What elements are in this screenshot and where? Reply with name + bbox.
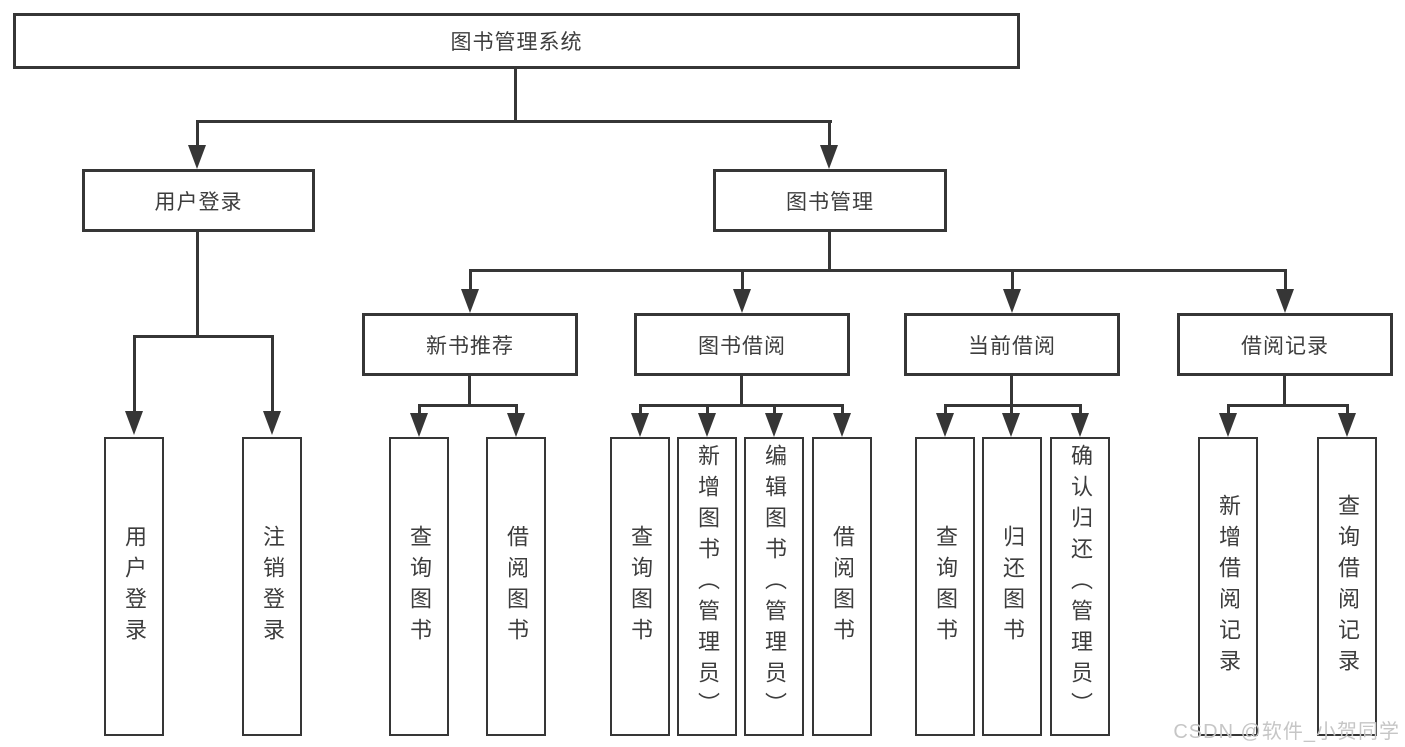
leaf-bb-query-books-label: 查询图书: [628, 524, 653, 649]
arrowhead-nbr-borrow: [507, 413, 525, 437]
connector-cb-rail: [944, 404, 1082, 407]
leaf-br-add-record-label: 新增借阅记录: [1216, 493, 1241, 680]
arrowhead-br-add: [1219, 413, 1237, 437]
node-book-management-label: 图书管理: [786, 190, 874, 214]
connector-cb-drop: [1010, 376, 1013, 407]
connector-stem-br-query: [1346, 404, 1349, 415]
connector-stem-bb-query: [639, 404, 642, 415]
arrowhead-leaf-login: [125, 411, 143, 435]
leaf-nbr-query-books-label: 查询图书: [407, 524, 432, 649]
connector-user-login-drop: [196, 232, 199, 337]
connector-stem-book-borrow: [741, 269, 744, 291]
leaf-logout: 注销登录: [242, 437, 302, 736]
leaf-nbr-borrow-books-label: 借阅图书: [504, 524, 529, 649]
connector-stem-leaf-login: [133, 335, 136, 412]
leaf-br-add-record: 新增借阅记录: [1198, 437, 1258, 736]
connector-nbr-rail: [418, 404, 518, 407]
leaf-cb-return-books: 归还图书: [982, 437, 1042, 736]
leaf-user-login-label: 用户登录: [122, 524, 147, 649]
leaf-cb-query-books-label: 查询图书: [933, 524, 958, 649]
arrowhead-book-borrow: [733, 289, 751, 313]
leaf-cb-query-books: 查询图书: [915, 437, 975, 736]
leaf-cb-confirm-return-admin: 确认归还（管理员）: [1050, 437, 1110, 736]
node-new-book-recommend-label: 新书推荐: [426, 334, 514, 358]
node-library-system-label: 图书管理系统: [450, 31, 583, 54]
node-user-login: 用户登录: [82, 169, 315, 232]
connector-stem-bb-borrow: [841, 404, 844, 415]
connector-stem-bb-add: [706, 404, 709, 415]
leaf-bb-borrow-books-label: 借阅图书: [830, 524, 855, 649]
node-borrowing-records-label: 借阅记录: [1241, 334, 1329, 358]
node-book-management: 图书管理: [713, 169, 947, 232]
connector-br-drop: [1283, 376, 1286, 407]
leaf-bb-edit-books-admin-label: 编辑图书（管理员）: [762, 444, 787, 723]
connector-stem-new-book-rec: [469, 269, 472, 291]
arrowhead-current-borrow: [1003, 289, 1021, 313]
arrowhead-cb-query: [936, 413, 954, 437]
connector-bb-drop: [740, 376, 743, 407]
leaf-logout-label: 注销登录: [260, 524, 285, 649]
connector-book-mgmt-drop: [828, 232, 831, 272]
arrowhead-bb-borrow: [833, 413, 851, 437]
node-borrowing-records: 借阅记录: [1177, 313, 1393, 376]
connector-root-rail: [196, 120, 832, 123]
node-library-system: 图书管理系统: [13, 13, 1020, 69]
node-book-borrowing: 图书借阅: [634, 313, 850, 376]
connector-stem-bb-edit: [773, 404, 776, 415]
arrowhead-book-mgmt: [820, 145, 838, 169]
arrowhead-bb-query: [631, 413, 649, 437]
connector-stem-cb-return: [1010, 404, 1013, 415]
arrowhead-br-query: [1338, 413, 1356, 437]
node-user-login-label: 用户登录: [154, 190, 243, 214]
connector-stem-nbr-query: [418, 404, 421, 415]
connector-nbr-drop: [468, 376, 471, 407]
connector-stem-cb-query: [944, 404, 947, 415]
connector-br-rail: [1227, 404, 1348, 407]
connector-stem-cb-confirm: [1079, 404, 1082, 415]
connector-root-drop: [514, 68, 517, 122]
node-new-book-recommend: 新书推荐: [362, 313, 578, 376]
arrowhead-user-login: [188, 145, 206, 169]
leaf-cb-return-books-label: 归还图书: [1000, 524, 1025, 649]
connector-stem-leaf-logout: [271, 335, 274, 412]
leaf-user-login: 用户登录: [104, 437, 164, 736]
node-current-borrowing: 当前借阅: [904, 313, 1120, 376]
connector-stem-book-mgmt: [828, 120, 831, 147]
connector-stem-br-add: [1227, 404, 1230, 415]
connector-stem-current-borrow: [1011, 269, 1014, 291]
connector-bb-rail: [639, 404, 844, 407]
arrowhead-new-book-rec: [461, 289, 479, 313]
leaf-bb-edit-books-admin: 编辑图书（管理员）: [744, 437, 804, 736]
leaf-bb-borrow-books: 借阅图书: [812, 437, 872, 736]
arrowhead-bb-add: [698, 413, 716, 437]
arrowhead-cb-confirm: [1071, 413, 1089, 437]
connector-stem-borrow-records: [1284, 269, 1287, 291]
node-current-borrowing-label: 当前借阅: [968, 334, 1056, 358]
leaf-bb-add-books-admin: 新增图书（管理员）: [677, 437, 737, 736]
leaf-cb-confirm-return-admin-label: 确认归还（管理员）: [1068, 444, 1093, 723]
connector-stem-nbr-borrow: [515, 404, 518, 415]
arrowhead-borrow-records: [1276, 289, 1294, 313]
leaf-br-query-record: 查询借阅记录: [1317, 437, 1377, 736]
leaf-nbr-borrow-books: 借阅图书: [486, 437, 546, 736]
arrowhead-cb-return: [1002, 413, 1020, 437]
arrowhead-nbr-query: [410, 413, 428, 437]
arrowhead-bb-edit: [765, 413, 783, 437]
connector-book-mgmt-rail: [469, 269, 1286, 272]
leaf-bb-query-books: 查询图书: [610, 437, 670, 736]
arrowhead-leaf-logout: [263, 411, 281, 435]
leaf-br-query-record-label: 查询借阅记录: [1335, 493, 1360, 680]
leaf-bb-add-books-admin-label: 新增图书（管理员）: [695, 444, 720, 723]
connector-stem-user-login: [196, 120, 199, 147]
node-book-borrowing-label: 图书借阅: [698, 334, 786, 358]
connector-user-login-rail: [133, 335, 274, 338]
watermark: CSDN @软件_小贺同学: [1173, 721, 1400, 743]
leaf-nbr-query-books: 查询图书: [389, 437, 449, 736]
